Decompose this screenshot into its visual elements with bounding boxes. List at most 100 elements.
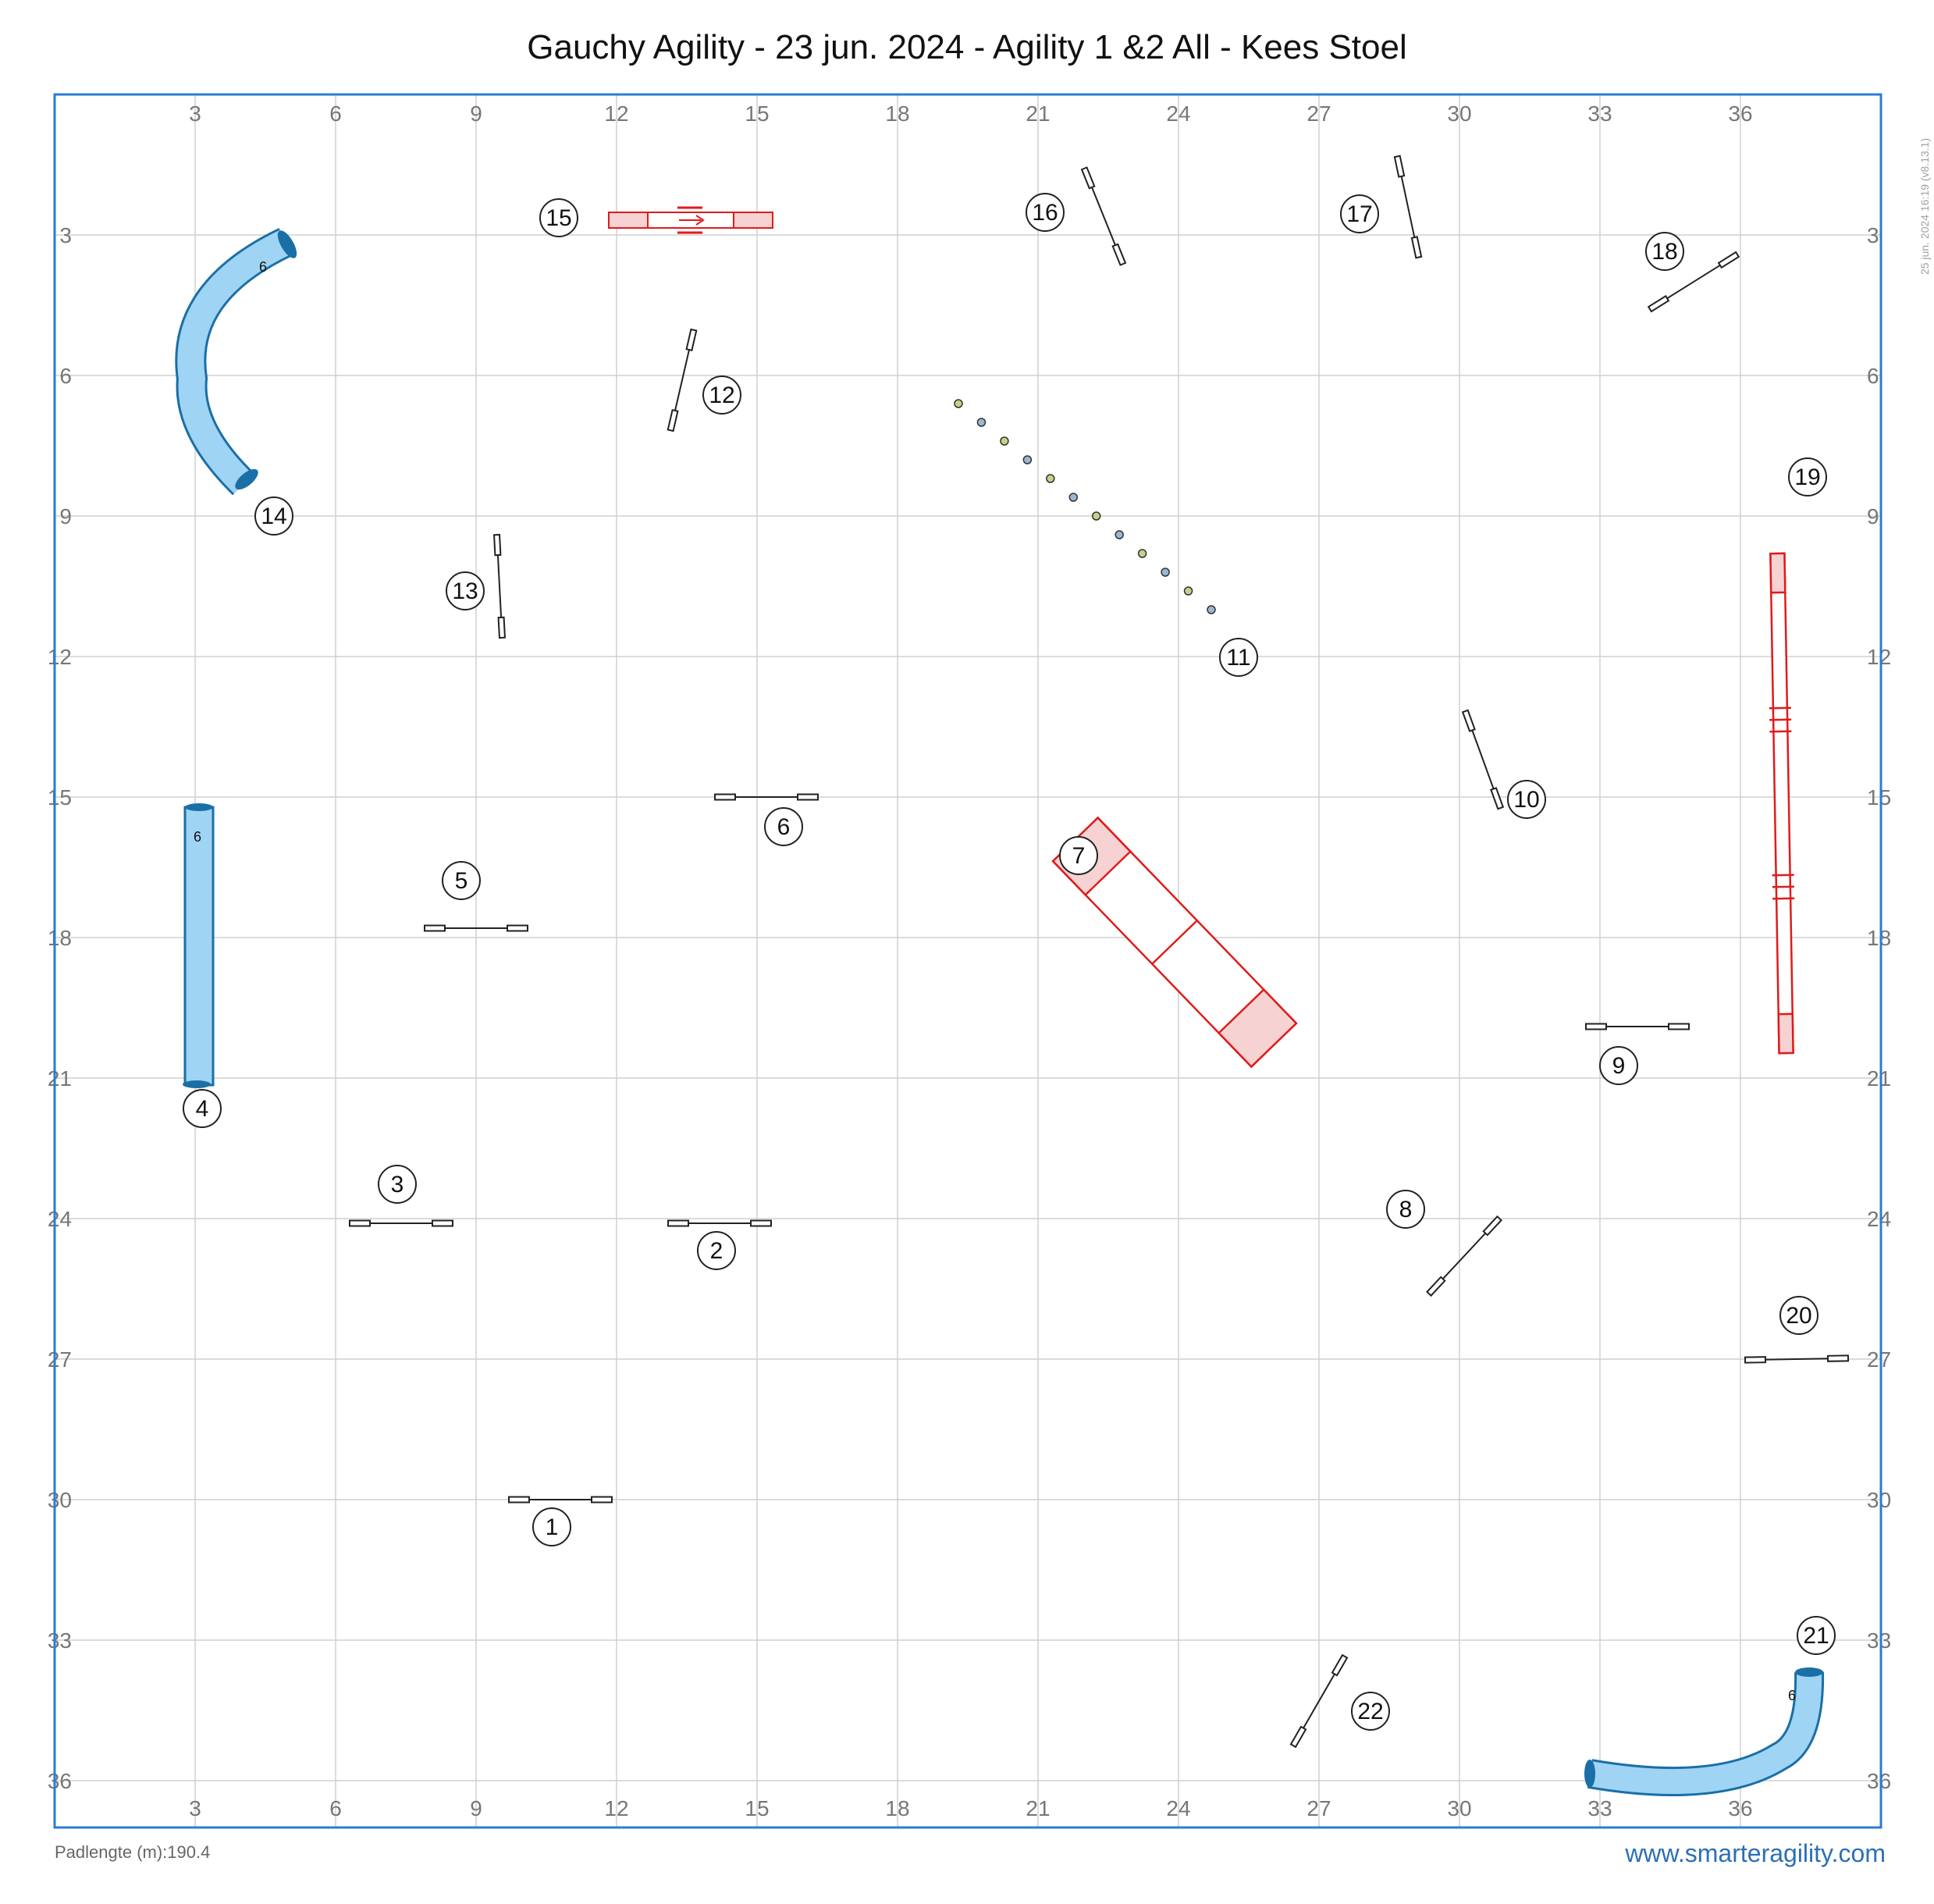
x-tick-top: 9 [470,101,482,126]
obstacle-number-15: 15 [539,198,578,237]
y-tick-left: 12 [48,645,72,669]
obstacle-number-14: 14 [254,496,293,536]
y-tick-left: 18 [48,926,72,950]
obstacle-number-text: 14 [261,504,286,529]
obstacle-number-6: 6 [764,807,803,846]
jump-8[interactable] [1426,1215,1502,1297]
axis-ticks: 3366991212151518182121242427273030333336… [48,101,1891,1820]
x-tick-bottom: 18 [885,1796,909,1820]
obstacle-number-11: 11 [1219,638,1258,677]
obstacle-number-17: 17 [1340,194,1379,233]
x-tick-bottom: 15 [745,1796,769,1820]
obstacle-number-text: 2 [710,1238,723,1264]
obstacle-number-text: 8 [1399,1197,1413,1222]
obstacle-number-5: 5 [442,861,481,900]
x-tick-top: 18 [885,101,909,126]
y-tick-right: 33 [1867,1628,1891,1653]
y-tick-right: 15 [1867,785,1891,810]
weave-pole [1022,455,1033,464]
obstacle-number-text: 3 [391,1172,404,1198]
jump-9[interactable] [1585,1023,1690,1030]
a-frame-7[interactable] [1051,816,1298,1069]
jump-18[interactable] [1647,251,1740,313]
curved-tunnel-14[interactable] [175,227,300,496]
y-tick-right: 3 [1867,223,1879,247]
x-tick-top: 12 [604,101,628,126]
obstacle-number-text: 7 [1072,843,1086,869]
x-tick-bottom: 21 [1026,1796,1050,1820]
y-tick-left: 30 [48,1488,72,1512]
y-tick-left: 24 [48,1207,72,1231]
jump-13[interactable] [492,533,507,639]
weave-pole [1161,568,1170,577]
tunnel-length-label: 6 [259,259,267,275]
y-tick-left: 33 [48,1628,72,1653]
obstacle-number-text: 19 [1794,464,1820,490]
jump-6[interactable] [714,793,819,801]
curved-tunnel-21[interactable] [1584,1667,1825,1797]
weave-poles-layer [954,399,1216,614]
obstacle-number-19: 19 [1788,457,1827,496]
jump-20[interactable] [1744,1354,1850,1364]
obstacle-number-21: 21 [1797,1616,1836,1655]
jump-12[interactable] [667,328,698,432]
obstacle-number-text: 11 [1226,645,1250,671]
x-tick-top: 15 [745,101,769,126]
x-tick-bottom: 9 [470,1796,482,1820]
obstacle-number-text: 22 [1357,1699,1383,1724]
weave-pole [1068,493,1079,502]
y-tick-right: 30 [1867,1488,1891,1512]
y-tick-left: 27 [48,1347,72,1372]
obstacle-number-1: 1 [532,1507,571,1546]
jump-17[interactable] [1393,155,1423,259]
y-tick-right: 27 [1867,1347,1891,1372]
y-tick-left: 3 [59,223,72,247]
obstacle-number-13: 13 [446,571,485,610]
weave-poles-11[interactable] [954,399,1216,614]
x-tick-bottom: 27 [1307,1796,1331,1820]
x-tick-bottom: 33 [1587,1796,1612,1820]
weave-pole [954,399,963,408]
x-tick-top: 6 [329,101,342,126]
jump-22[interactable] [1289,1653,1349,1749]
weave-pole [1046,474,1055,483]
jump-1[interactable] [508,1496,613,1504]
obstacle-number-text: 10 [1513,787,1539,813]
grid-lines [55,94,1881,1827]
obstacle-number-18: 18 [1645,232,1684,271]
x-tick-top: 21 [1026,101,1050,126]
y-tick-right: 12 [1867,645,1891,669]
jump-3[interactable] [349,1219,453,1227]
straight-tunnel-4[interactable] [183,803,215,1088]
obstacle-number-2: 2 [697,1231,736,1270]
obstacle-number-4: 4 [183,1089,222,1128]
dog-walk-19[interactable] [1766,552,1797,1055]
jump-2[interactable] [667,1219,772,1227]
x-tick-bottom: 3 [189,1796,201,1820]
x-tick-top: 27 [1307,101,1331,126]
obstacle-number-9: 9 [1599,1046,1638,1085]
x-tick-top: 24 [1166,101,1190,126]
website-link[interactable]: www.smarteragility.com [1625,1839,1886,1867]
x-tick-top: 30 [1447,101,1471,126]
tunnel-length-label: 6 [1788,1688,1796,1703]
jump-10[interactable] [1461,709,1505,810]
weave-pole [1091,511,1101,521]
y-tick-right: 9 [1867,504,1879,528]
weave-pole [1207,605,1216,614]
weave-pole [976,418,987,427]
jump-16[interactable] [1080,166,1127,266]
obstacle-number-text: 13 [452,578,478,604]
weave-pole [1000,436,1009,446]
x-tick-top: 33 [1587,101,1612,126]
weave-pole [1137,549,1147,558]
obstacle-number-text: 15 [546,205,571,231]
path-length: Padlengte (m):190.4 [55,1842,211,1862]
x-tick-bottom: 6 [329,1796,342,1820]
obstacle-number-text: 9 [1612,1053,1626,1079]
table-15[interactable] [608,206,773,234]
jump-5[interactable] [424,924,528,932]
obstacle-number-text: 17 [1346,201,1372,227]
